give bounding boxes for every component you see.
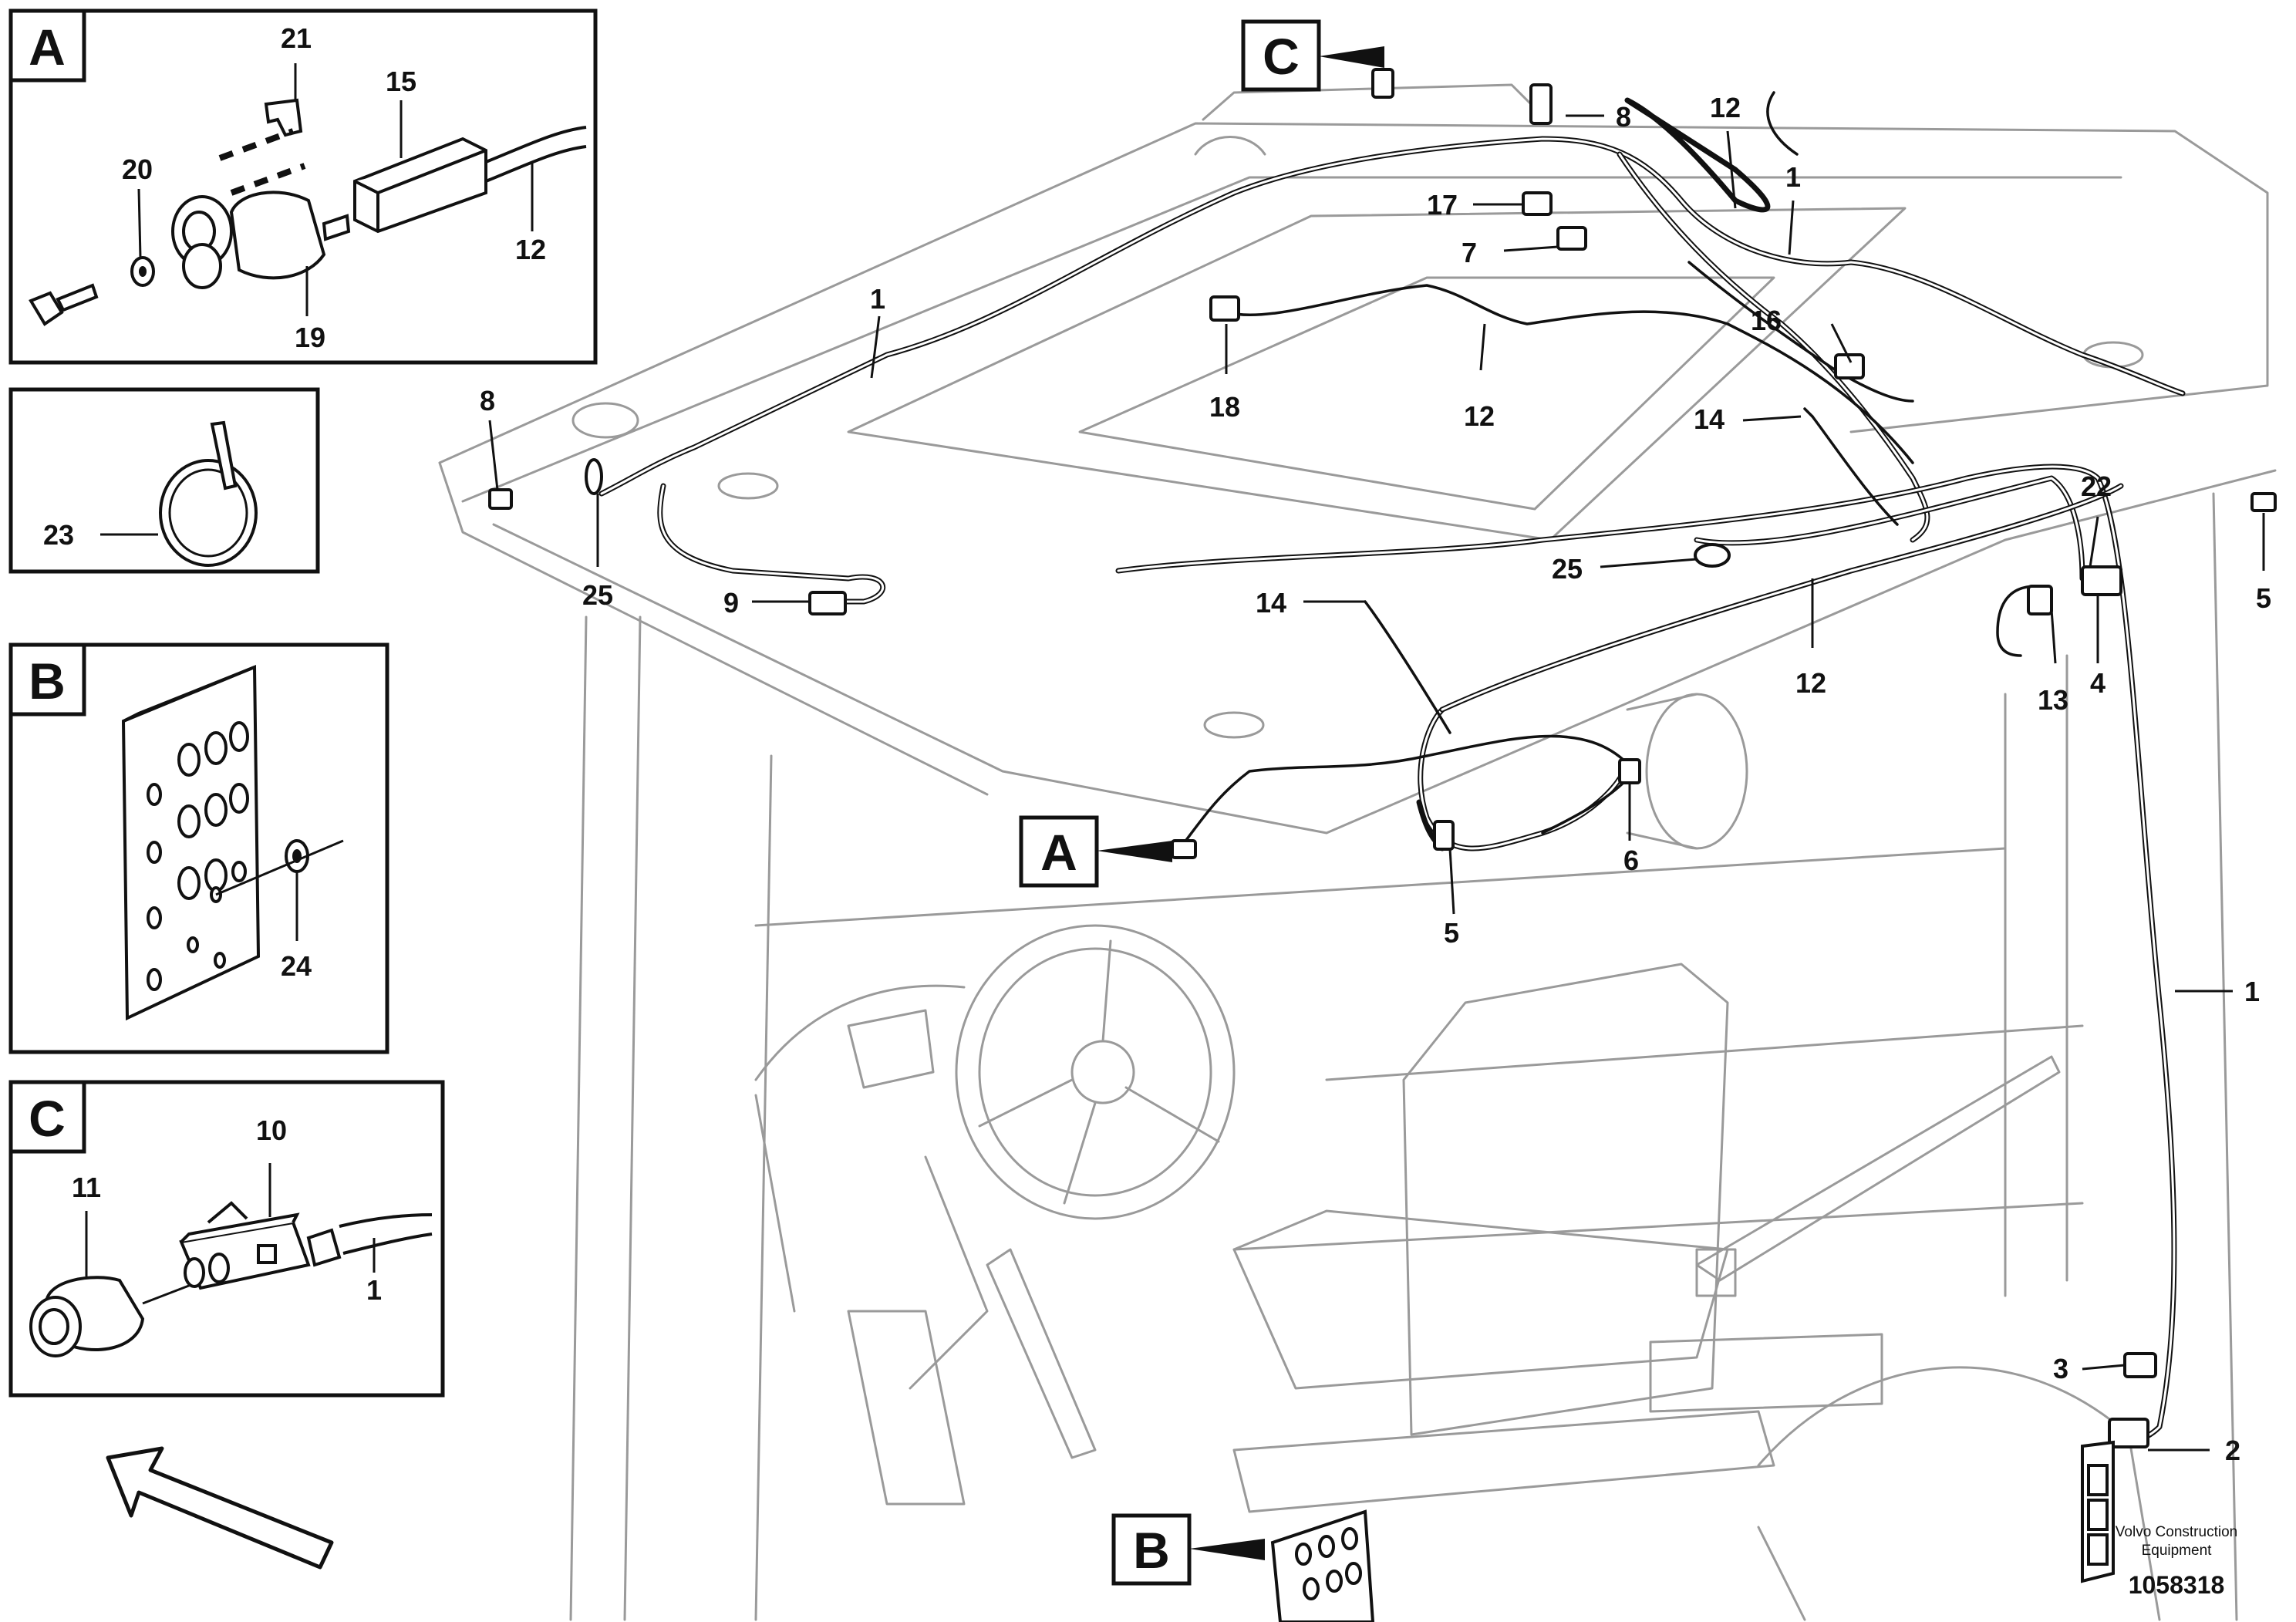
label-8-left: 8 <box>480 385 495 416</box>
detail-c-title: C <box>29 1090 66 1147</box>
detail-c-panel: C 10 11 1 <box>8 1080 445 1398</box>
detail-b-title: B <box>29 653 66 710</box>
thin-wires <box>1178 91 2038 850</box>
label-17: 17 <box>1427 189 1458 221</box>
detail-b-panel: B 24 <box>8 642 389 1054</box>
label-14-right: 14 <box>1694 403 1725 435</box>
label-16: 16 <box>1751 305 1782 336</box>
label-12-mid: 12 <box>1464 400 1495 432</box>
detail-c-label-11: 11 <box>72 1172 101 1203</box>
callout-c-label: C <box>1263 28 1300 85</box>
label-3: 3 <box>2053 1353 2068 1384</box>
label-5-low: 5 <box>1444 917 1459 949</box>
connector-13 <box>2027 585 2053 615</box>
direction-arrow-icon <box>106 1446 334 1570</box>
detail-a-label-15: 15 <box>386 66 416 97</box>
detail-a-title: A <box>29 19 66 76</box>
label-22: 22 <box>2081 470 2112 502</box>
label-5-right: 5 <box>2256 582 2271 614</box>
label-14-mid: 14 <box>1256 587 1286 619</box>
detail-c-label-10: 10 <box>256 1114 287 1146</box>
label-6: 6 <box>1623 845 1639 876</box>
label-7: 7 <box>1462 237 1477 268</box>
label-25-mid: 25 <box>1552 553 1583 585</box>
callout-a-label: A <box>1040 824 1077 881</box>
detail-a-label-12: 12 <box>515 234 546 265</box>
detail-a-label-20: 20 <box>122 153 153 185</box>
label-4: 4 <box>2090 667 2106 699</box>
connector-c-pos <box>1371 68 1394 99</box>
connector-7 <box>1556 226 1587 251</box>
panel-b-main <box>1270 1509 1375 1622</box>
connector-17 <box>1522 191 1553 216</box>
detail-a-label-19: 19 <box>295 322 325 353</box>
callout-b-box: B <box>1111 1513 1192 1586</box>
connector-5-right <box>2250 492 2277 512</box>
main-connectors <box>488 68 2277 1583</box>
label-1-left: 1 <box>870 283 885 315</box>
connector-6 <box>1618 758 1641 784</box>
main-number-labels: 8 12 17 7 1 1 16 8 18 12 14 22 5 25 9 14… <box>480 92 2271 1466</box>
connector-16 <box>1834 353 1865 379</box>
label-18: 18 <box>1209 391 1240 423</box>
detail-c-label-1: 1 <box>366 1274 382 1306</box>
connector-2 <box>2108 1418 2149 1448</box>
connector-18 <box>1209 295 1240 322</box>
callout-pointers <box>1097 46 1384 1560</box>
label-13: 13 <box>2038 684 2068 716</box>
harness-main <box>598 97 2186 1445</box>
label-9: 9 <box>723 587 739 619</box>
document-number: 1058318 <box>2129 1571 2225 1599</box>
detail-a-panel: A 21 15 20 12 19 <box>8 8 598 365</box>
leader-lines <box>488 114 2265 1452</box>
connector-4 <box>2081 565 2122 596</box>
callout-a-box: A <box>1019 815 1099 888</box>
detail-a-label-21: 21 <box>281 22 312 54</box>
connector-8-top <box>1529 83 1553 125</box>
connector-5-low <box>1433 820 1455 851</box>
detail-b-label-24: 24 <box>281 950 312 982</box>
credit-line-1: Volvo Construction <box>2116 1524 2237 1540</box>
label-12-low: 12 <box>1795 667 1826 699</box>
label-2: 2 <box>2225 1435 2240 1466</box>
label-8-top: 8 <box>1616 101 1631 133</box>
grommet-25-mid <box>1694 543 1731 568</box>
connector-8-left <box>488 488 513 510</box>
grommet-25-left <box>585 458 603 495</box>
label-1-right: 1 <box>2244 976 2260 1007</box>
label-1-topright: 1 <box>1785 161 1801 193</box>
connector-9 <box>808 591 847 615</box>
detail-tie-label-23: 23 <box>43 519 74 551</box>
label-25-left: 25 <box>582 579 613 611</box>
connector-3 <box>2123 1352 2157 1378</box>
cable-tie-shape <box>159 459 258 567</box>
cab-outline <box>438 83 2277 1621</box>
credit-block: Volvo Construction Equipment 1058318 <box>2116 1524 2237 1599</box>
connector-a-pos <box>1171 839 1197 859</box>
detail-tie-panel: 23 <box>8 387 320 574</box>
callout-b-label: B <box>1133 1522 1170 1579</box>
callout-c-box: C <box>1241 19 1321 92</box>
credit-line-2: Equipment <box>2142 1543 2213 1559</box>
label-12-top: 12 <box>1710 92 1741 123</box>
